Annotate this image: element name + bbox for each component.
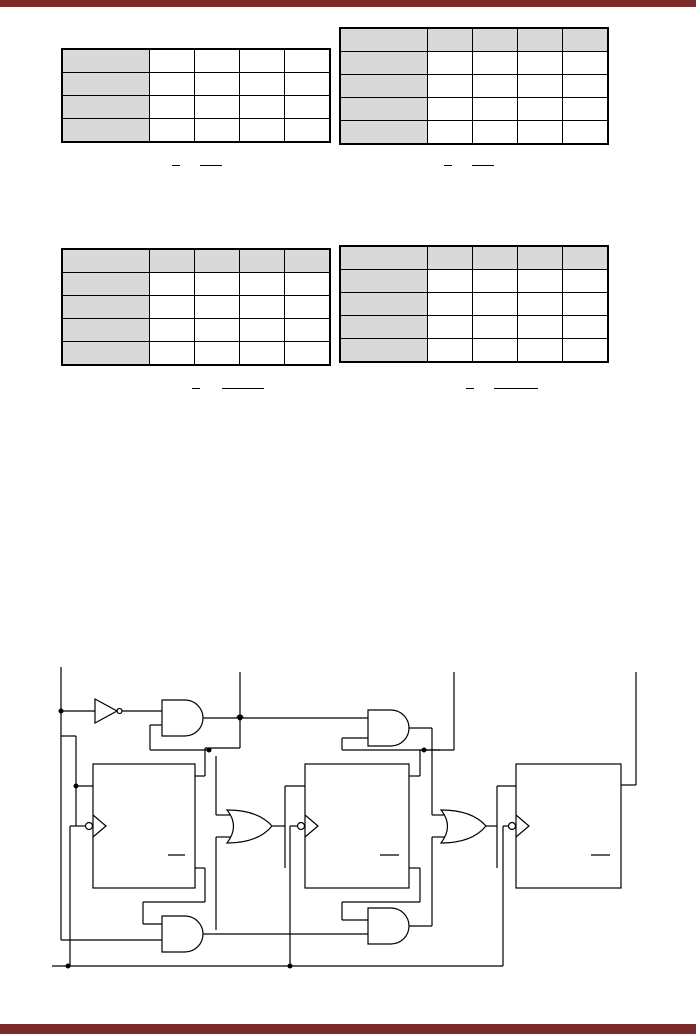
or-gate-2	[431, 728, 516, 926]
kmap-header-row	[339, 245, 609, 270]
kmap-row	[339, 269, 609, 293]
kmap-row	[61, 318, 331, 342]
kmap-row	[339, 315, 609, 339]
kmap-row	[61, 341, 331, 366]
bottom-accent-bar	[0, 1024, 696, 1034]
kmap-row	[339, 74, 609, 98]
and-gate-4	[367, 907, 432, 945]
and-gate-3	[61, 915, 368, 953]
kmap-4	[339, 245, 609, 363]
flip-flop-2	[296, 750, 421, 921]
flip-flop-1	[84, 748, 206, 925]
kmap-3	[61, 248, 331, 366]
kmap-row	[61, 72, 331, 96]
equation-overbar	[494, 388, 538, 389]
equation-overbar	[192, 388, 200, 389]
and-gate-2	[341, 709, 440, 751]
top-accent-bar	[0, 0, 696, 7]
flip-flop-3	[507, 763, 636, 889]
kmap-row	[61, 272, 331, 296]
kmap-row	[339, 120, 609, 145]
equation-overbar	[200, 165, 222, 166]
equation-overbar	[466, 388, 474, 389]
kmap-row	[339, 51, 609, 75]
kmap-header-row	[61, 248, 331, 273]
kmap-1	[61, 48, 331, 143]
kmap-row	[339, 292, 609, 316]
or-gate-1	[215, 756, 305, 930]
kmap-row	[61, 295, 331, 319]
kmap-row	[61, 48, 331, 73]
kmap-row	[339, 338, 609, 363]
kmap-row	[61, 95, 331, 119]
and-gate-1	[149, 699, 240, 751]
kmap-2	[339, 27, 609, 145]
kmap-row	[61, 118, 331, 143]
equation-overbar	[444, 165, 452, 166]
equation-overbar	[172, 165, 180, 166]
inverter-gate	[61, 697, 162, 725]
equation-overbar	[222, 388, 264, 389]
kmap-row	[339, 97, 609, 121]
equation-overbar	[472, 165, 494, 166]
